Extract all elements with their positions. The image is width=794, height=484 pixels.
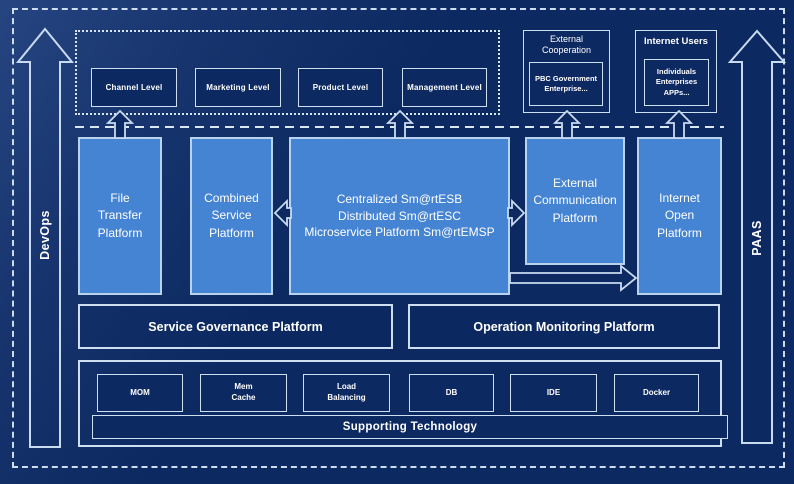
tech-label-ide: IDE [546,387,561,397]
supporting-technology-container [78,360,722,447]
operation-monitoring-platform-box: Operation Monitoring Platform [408,304,720,349]
tech-label-docker: Docker [642,387,671,397]
internet-users-title: Internet Users [644,36,708,47]
service-governance-platform-label: Service Governance Platform [148,319,323,334]
tech-box-db: DB [409,374,494,412]
tech-label-db: DB [445,387,458,397]
tech-box-docker: Docker [614,374,699,412]
marketing-level-box: Marketing Level [195,68,281,107]
levels-group-box [75,30,500,115]
devops-rail-label: DevOps [38,210,52,260]
supporting-technology-bar: Supporting Technology [92,415,728,439]
marketing-level-label: Marketing Level [206,83,270,92]
management-level-label: Management Level [407,83,482,92]
paas-rail-label: PAAS [750,220,764,256]
product-level-label: Product Level [312,83,369,92]
supporting-technology-label: Supporting Technology [342,421,478,433]
operation-monitoring-platform-label: Operation Monitoring Platform [473,319,655,334]
management-level-box: Management Level [402,68,487,107]
channel-level-label: Channel Level [105,83,163,92]
tech-box-mom: MOM [97,374,183,412]
tech-box-ide: IDE [510,374,597,412]
tech-label-mom: MOM [130,387,150,397]
service-governance-platform-box: Service Governance Platform [78,304,393,349]
channel-level-box: Channel Level [91,68,177,107]
product-level-box: Product Level [298,68,383,107]
